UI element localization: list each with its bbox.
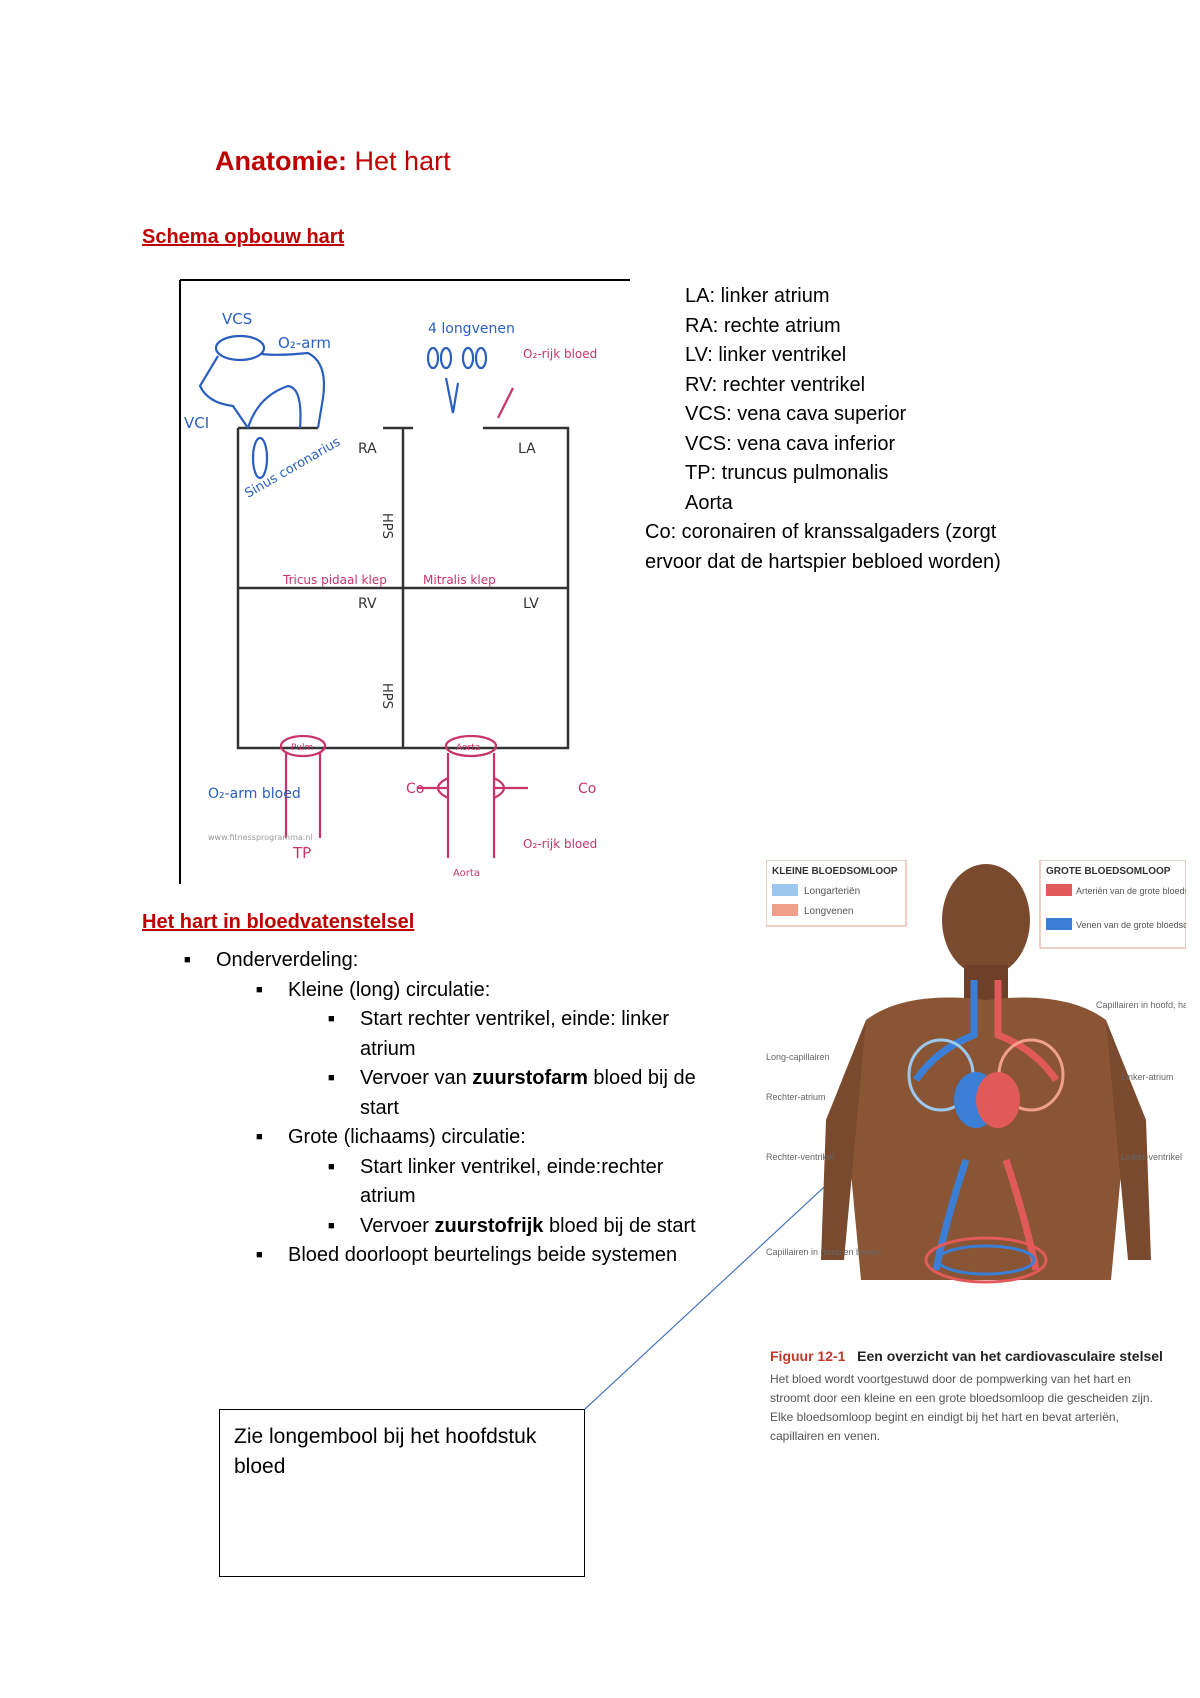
legend-item: RV: rechter ventrikel: [685, 373, 866, 396]
section-heading-bloedvaten: Het hart in bloedvatenstelsel: [142, 911, 415, 933]
label-pulm: Pulm: [291, 743, 313, 753]
label-lv: LV: [523, 596, 539, 612]
heart-schema-diagram: VCS VCI O₂-arm 4 longvenen O₂-rijk bloed…: [179, 279, 630, 884]
label-ra: RA: [358, 441, 377, 457]
legend-arterien: Arteriën van de grote bloedsomloop: [1076, 886, 1186, 896]
label-mitralis: Mitralis klep: [423, 573, 496, 587]
legend-item: RA: rechte atrium: [685, 314, 841, 337]
label-vcs: VCS: [222, 310, 252, 328]
legend-longvenen: Longvenen: [804, 906, 854, 917]
label-capillairen-hoofd: Capillairen in hoofd, hals en armen: [1096, 1000, 1186, 1010]
cardiovascular-figure: KLEINE BLOEDSOMLOOP Longarteriën Longven…: [766, 860, 1186, 1284]
watermark-text: www.fitnessprogramma.nl: [208, 833, 313, 842]
label-co-right: Co: [578, 781, 596, 797]
label-linkerventrikel: Linker-ventrikel: [1121, 1152, 1182, 1162]
label-tp: TP: [292, 844, 311, 862]
label-sinus-coronarius: Sinus coronarius: [243, 435, 344, 502]
label-aorta: Aorta: [453, 868, 480, 879]
human-body-illustration: [821, 864, 1151, 1280]
circulation-list: ■Onderverdeling: ■Kleine (long) circulat…: [142, 946, 742, 1271]
label-o2-rijk-top: O₂-rijk bloed: [523, 347, 597, 361]
list-item: ■Onderverdeling:: [184, 949, 359, 971]
legend-co-line: Co: coronairen of kranssalgaders (zorgt: [645, 521, 997, 543]
label-o2-arm-top: O₂-arm: [278, 334, 331, 352]
section-heading-schema: Schema opbouw hart: [142, 226, 345, 248]
legend-co-line: ervoor dat de hartspier bebloed worden): [645, 550, 1001, 573]
label-tricuspidaal: Tricus pidaal klep: [282, 573, 387, 587]
label-la: LA: [518, 441, 536, 457]
label-o2-arm-bottom: O₂-arm bloed: [208, 786, 301, 802]
page-title: Anatomie: Het hart: [215, 146, 451, 176]
list-item: ■Kleine (long) circulatie:: [256, 978, 491, 1001]
label-vci: VCI: [184, 414, 209, 432]
label-linkeratrium: Linker-atrium: [1121, 1072, 1174, 1082]
large-circulation-title: GROTE BLOEDSOMLOOP: [1046, 866, 1171, 877]
vena-cava-sketch: [198, 334, 488, 480]
list-item: ■Bloed doorloopt beurtelings beide syste…: [256, 1244, 678, 1266]
label-aorta-valve: Aorta: [456, 743, 480, 753]
chamber-outline: [236, 426, 570, 750]
label-rv: RV: [358, 596, 377, 612]
label-hps-bottom: HPS: [379, 683, 394, 709]
legend-item: LV: linker ventrikel: [685, 344, 847, 366]
list-item: ■Vervoer zuurstofrijk bloed bij de start: [328, 1214, 696, 1237]
legend-item: LA: linker atrium: [685, 285, 830, 307]
legend-item: VCS: vena cava inferior: [685, 432, 896, 455]
label-hps-top: HPS: [379, 513, 394, 539]
legend-venen: Venen van de grote bloedsomloop: [1076, 920, 1186, 930]
figure-caption: Figuur 12-1 Een overzicht van het cardio…: [770, 1348, 1163, 1443]
label-rechterventrikel: Rechter-ventrikel: [766, 1152, 834, 1162]
label-capillairen-romp: Capillairen in romp en benen: [766, 1247, 881, 1257]
legend-item: TP: truncus pulmonalis: [685, 462, 889, 484]
legend-longarterien: Longarteriën: [804, 886, 860, 897]
abbreviation-legend: LA: linker atrium RA: rechte atrium LV: …: [645, 282, 1001, 577]
small-circulation-title: KLEINE BLOEDSOMLOOP: [772, 866, 898, 877]
label-longvenen: 4 longvenen: [428, 321, 515, 337]
label-co-left: Co: [406, 781, 424, 797]
label-rechteratrium: Rechter-atrium: [766, 1092, 826, 1102]
comment-box: Zie longembool bij het hoofdstuk bloed: [219, 1409, 585, 1577]
legend-item: VCS: vena cava superior: [685, 403, 907, 425]
label-o2-rijk-bottom: O₂-rijk bloed: [523, 837, 597, 851]
heart: [954, 1072, 1020, 1128]
capillary-trunk: [924, 1236, 1048, 1284]
label-longcapillairen: Long-capillairen: [766, 1052, 830, 1062]
legend-item: Aorta: [685, 491, 733, 514]
valve-sketch: [279, 387, 528, 858]
list-item: ■Grote (lichaams) circulatie:: [256, 1126, 526, 1148]
